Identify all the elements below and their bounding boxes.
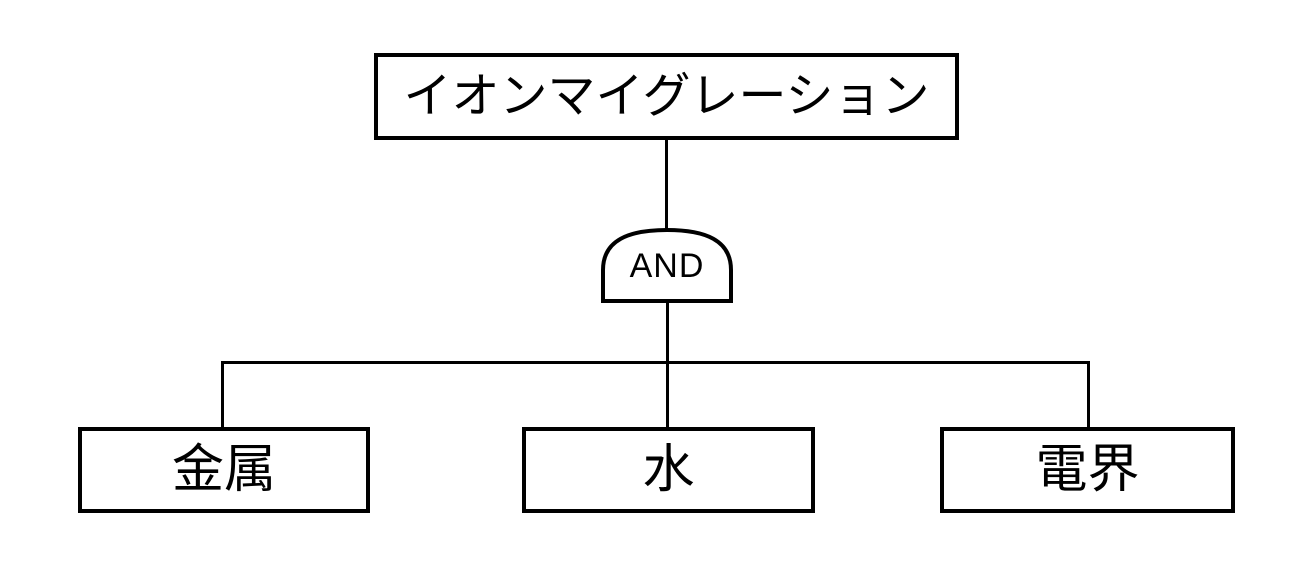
connector-top-to-gate [665, 138, 668, 232]
event-label-electric-field: 電界 [1035, 441, 1140, 499]
event-box-electric-field: 電界 [940, 427, 1235, 513]
connector-gate-to-rail [666, 300, 669, 363]
event-label-water: 水 [642, 441, 695, 499]
and-gate-label: AND [629, 247, 705, 285]
top-event-box: イオンマイグレーション [374, 53, 959, 140]
connector-drop-metal [221, 361, 224, 427]
and-gate-icon [601, 228, 733, 303]
event-box-metal: 金属 [78, 427, 370, 513]
connector-drop-water [666, 361, 669, 427]
connector-horizontal-rail [221, 361, 1090, 364]
event-label-metal: 金属 [171, 441, 276, 499]
and-gate: AND [601, 228, 733, 303]
connector-drop-electric-field [1087, 361, 1090, 427]
top-event-label: イオンマイグレーション [403, 69, 930, 123]
event-box-water: 水 [522, 427, 815, 513]
